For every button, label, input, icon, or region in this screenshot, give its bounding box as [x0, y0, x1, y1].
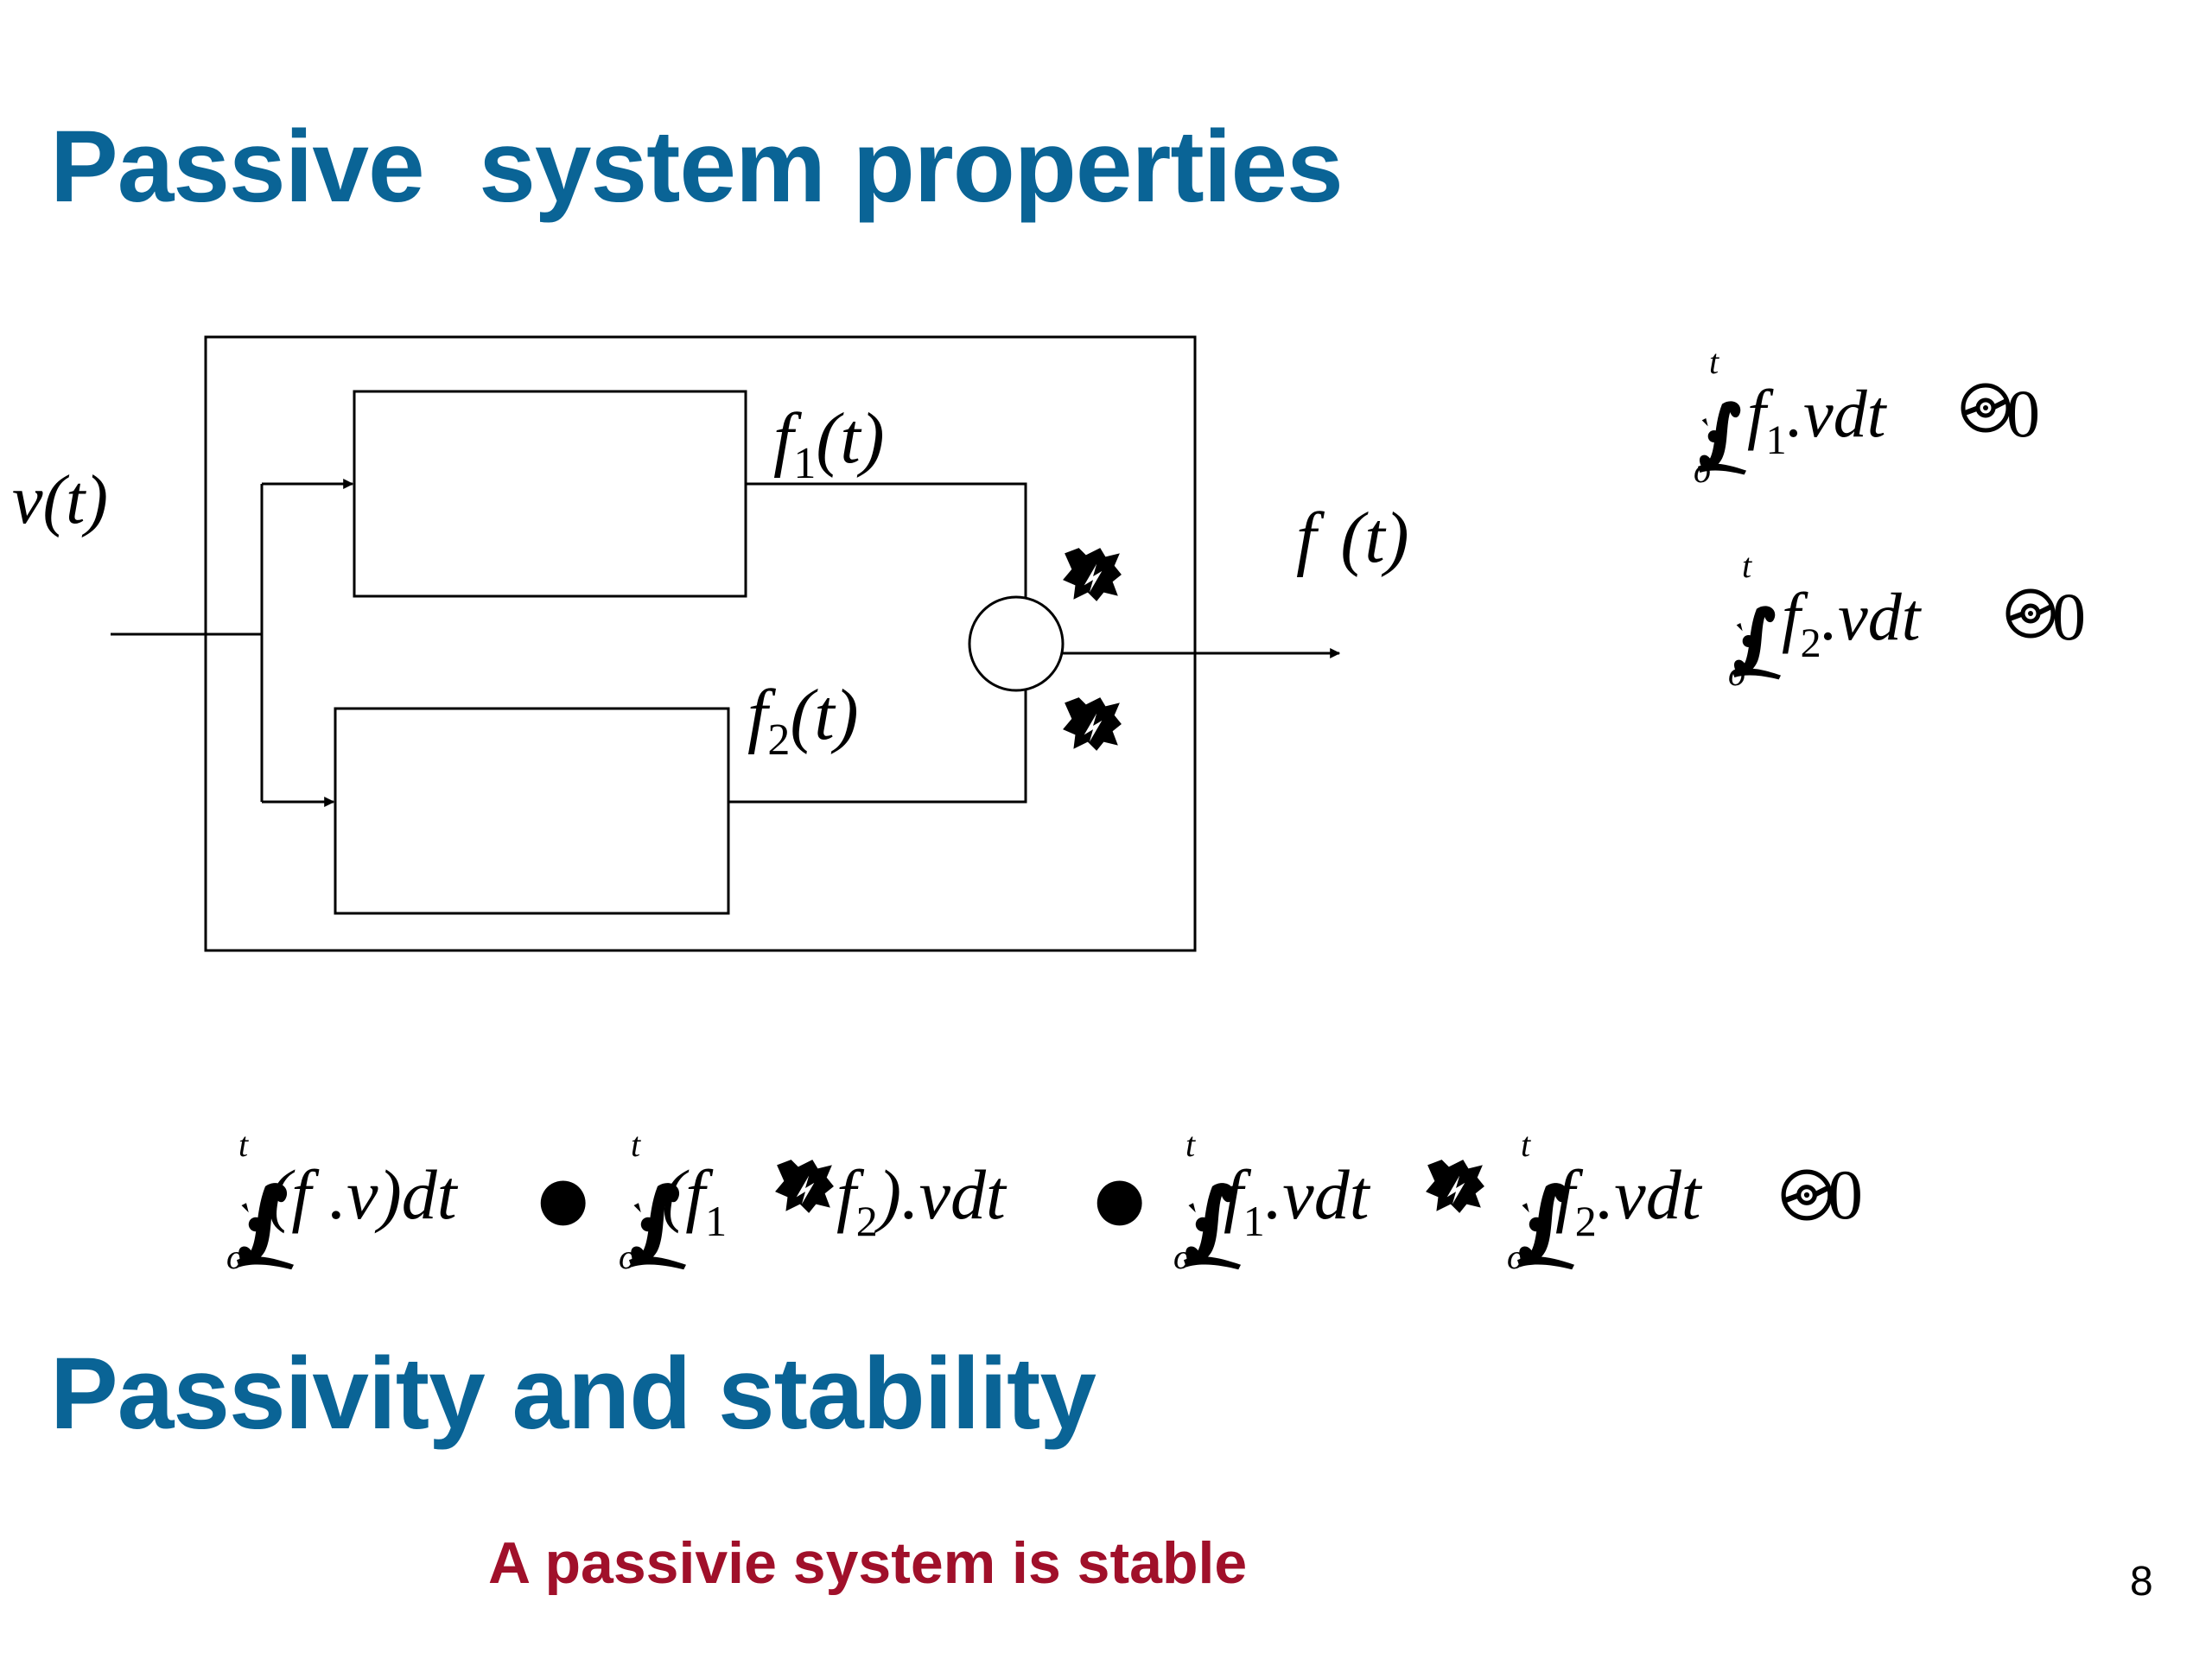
bullet-icon: ●	[537, 1165, 588, 1233]
svg-text:o: o	[226, 1237, 244, 1276]
svg-text:t: t	[1742, 546, 1752, 585]
energy-equation: t o (f .v)dt ● t o (f1 f2).vdt ● t o f1.…	[226, 1125, 1863, 1276]
broken-glyph-icon	[1063, 697, 1122, 751]
passivity-condition-1: t o f1.vdt 0	[1694, 342, 2040, 490]
svg-text:0: 0	[1827, 1155, 1863, 1234]
svg-text:f1.vdt: f1.vdt	[1747, 376, 1888, 463]
slide-title: Passive system properties	[50, 110, 1344, 224]
summing-junction	[968, 595, 1065, 692]
svg-text:f2.vdt: f2.vdt	[1555, 1155, 1703, 1245]
output-1-line	[746, 482, 1027, 598]
broken-glyph-icon	[1426, 1160, 1484, 1213]
broken-glyph-icon	[1063, 548, 1122, 601]
branch-2-label: f2(t)	[747, 675, 859, 765]
svg-text:o: o	[619, 1237, 636, 1276]
svg-text:o: o	[1507, 1237, 1524, 1276]
svg-text:t: t	[631, 1125, 641, 1164]
branch-1-label: f1(t)	[773, 398, 885, 488]
svg-text:0: 0	[2006, 376, 2040, 451]
output-2-line	[728, 690, 1027, 804]
stability-statement: A passivie system is stable	[488, 1530, 1248, 1596]
svg-text:t: t	[1521, 1125, 1531, 1164]
bullet-icon: ●	[1094, 1165, 1145, 1233]
svg-text:o: o	[1173, 1237, 1191, 1276]
subsystem-2-box	[334, 707, 730, 915]
block-diagram: v(t) f1(t) f2(t) f(t)	[12, 335, 1409, 952]
relation-icon	[1783, 1172, 1830, 1218]
relation-icon	[1963, 385, 2008, 430]
svg-text:o: o	[1694, 451, 1711, 490]
subsystem-1-box	[353, 390, 747, 598]
relation-icon	[2008, 591, 2053, 636]
svg-text:t: t	[1185, 1125, 1196, 1164]
svg-text:(f1: (f1	[662, 1155, 727, 1245]
svg-text:f2.vdt: f2.vdt	[1782, 579, 1923, 666]
svg-text:0: 0	[2052, 579, 2086, 654]
passivity-condition-2: t o f2.vdt 0	[1728, 546, 2086, 693]
section-heading: Passivity and stability	[50, 1337, 1096, 1451]
page-number: 8	[2130, 1559, 2153, 1605]
broken-glyph-icon	[775, 1160, 834, 1213]
svg-text:(f .v)dt: (f .v)dt	[268, 1155, 459, 1234]
svg-text:f1.vdt: f1.vdt	[1224, 1155, 1371, 1245]
output-label: f(t)	[1296, 498, 1409, 578]
svg-text:t: t	[238, 1125, 249, 1164]
input-label: v(t)	[12, 462, 108, 538]
svg-text:t: t	[1709, 342, 1719, 381]
svg-text:o: o	[1728, 654, 1745, 693]
svg-text:f2).vdt: f2).vdt	[836, 1155, 1007, 1245]
system-boundary	[204, 335, 1197, 952]
